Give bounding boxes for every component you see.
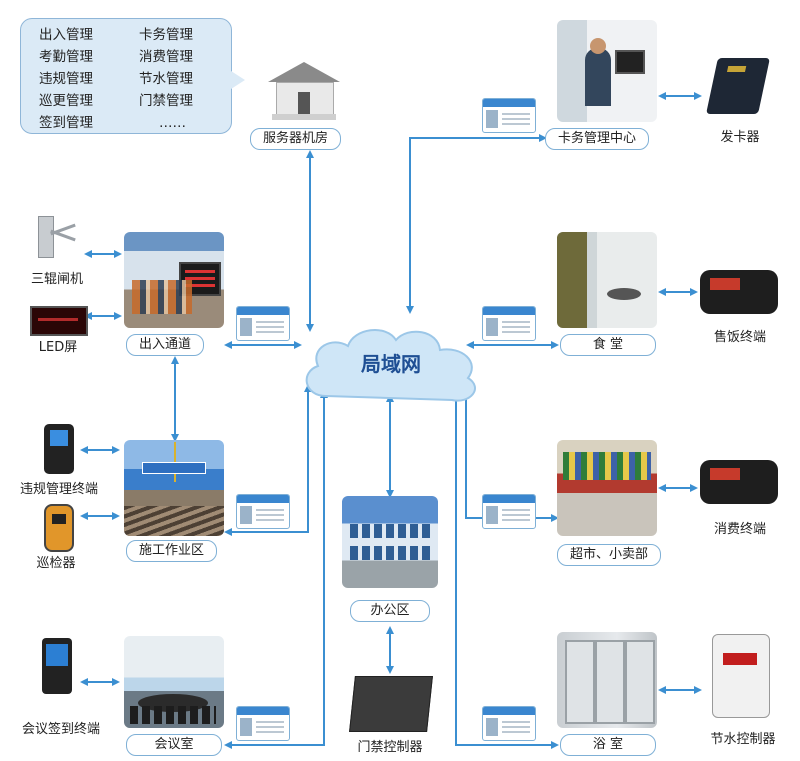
server-building-icon (268, 62, 340, 120)
water-controller-icon (712, 634, 770, 718)
module-item: 卡务管理 (139, 27, 193, 43)
label-meeting: 会议室 (126, 734, 222, 756)
module-item: 门禁管理 (139, 93, 193, 109)
access-controller-icon (349, 676, 433, 732)
worksite-photo (124, 440, 224, 536)
card-center-photo (557, 20, 657, 122)
label-bath: 浴 室 (560, 734, 656, 756)
id-card-icon (236, 706, 290, 741)
module-item: 出入管理 (39, 27, 93, 43)
label-meeting-terminal: 会议签到终端 (21, 722, 100, 737)
lan-label: 局域网 (361, 352, 421, 376)
id-card-icon (482, 98, 536, 133)
label-led: LED屏 (38, 340, 78, 355)
label-entrance: 出入通道 (126, 334, 205, 356)
label-violation-terminal: 违规管理终端 (19, 482, 98, 497)
meeting-signin-terminal-icon (42, 638, 72, 694)
violation-terminal-icon (44, 424, 74, 474)
lan-cloud: 局域网 (296, 318, 486, 408)
id-card-icon (236, 306, 290, 341)
patrol-device-icon (44, 504, 74, 552)
label-water-controller: 节水控制器 (710, 732, 776, 747)
label-supermarket: 超市、小卖部 (557, 544, 662, 566)
label-meal-terminal: 售饭终端 (713, 330, 766, 345)
id-card-icon (236, 494, 290, 529)
module-item: 节水管理 (139, 71, 193, 87)
label-access-controller: 门禁控制器 (357, 740, 423, 755)
meeting-photo (124, 636, 224, 728)
turnstile-icon (34, 212, 80, 258)
module-item: 考勤管理 (39, 49, 93, 65)
module-list-bubble: 出入管理 卡务管理 考勤管理 消费管理 违规管理 节水管理 巡更管理 门禁管理 … (20, 18, 245, 134)
arrow-cardcenter-lan (406, 134, 547, 314)
label-pos-terminal: 消费终端 (713, 522, 766, 537)
module-item: …… (159, 115, 186, 131)
module-item: 巡更管理 (39, 93, 93, 109)
label-card-issuer: 发卡器 (720, 130, 760, 145)
id-card-icon (482, 306, 536, 341)
label-canteen: 食 堂 (560, 334, 656, 356)
arrow-meeting-lan (224, 390, 328, 749)
module-list: 出入管理 卡务管理 考勤管理 消费管理 违规管理 节水管理 巡更管理 门禁管理 … (21, 19, 231, 133)
arrow-bath-lan (452, 390, 559, 749)
module-item: 消费管理 (139, 49, 193, 65)
label-worksite: 施工作业区 (126, 540, 218, 562)
label-office: 办公区 (350, 600, 430, 622)
office-photo (342, 496, 438, 588)
pos-terminal-icon (700, 460, 778, 504)
cloud-shape-icon (305, 328, 476, 402)
id-card-icon (482, 706, 536, 741)
meal-terminal-icon (700, 270, 778, 314)
supermarket-photo (557, 440, 657, 536)
led-screen-icon (30, 306, 88, 336)
bath-photo (557, 632, 657, 728)
label-card-center: 卡务管理中心 (545, 128, 650, 150)
module-item: 签到管理 (39, 115, 93, 131)
canteen-photo (557, 232, 657, 328)
label-turnstile: 三辊闸机 (30, 272, 83, 287)
id-card-icon (482, 494, 536, 529)
label-patrol: 巡检器 (36, 556, 76, 571)
bubble-tail (231, 71, 245, 89)
label-server-room: 服务器机房 (250, 128, 342, 150)
module-item: 违规管理 (39, 71, 93, 87)
entrance-photo (124, 232, 224, 328)
